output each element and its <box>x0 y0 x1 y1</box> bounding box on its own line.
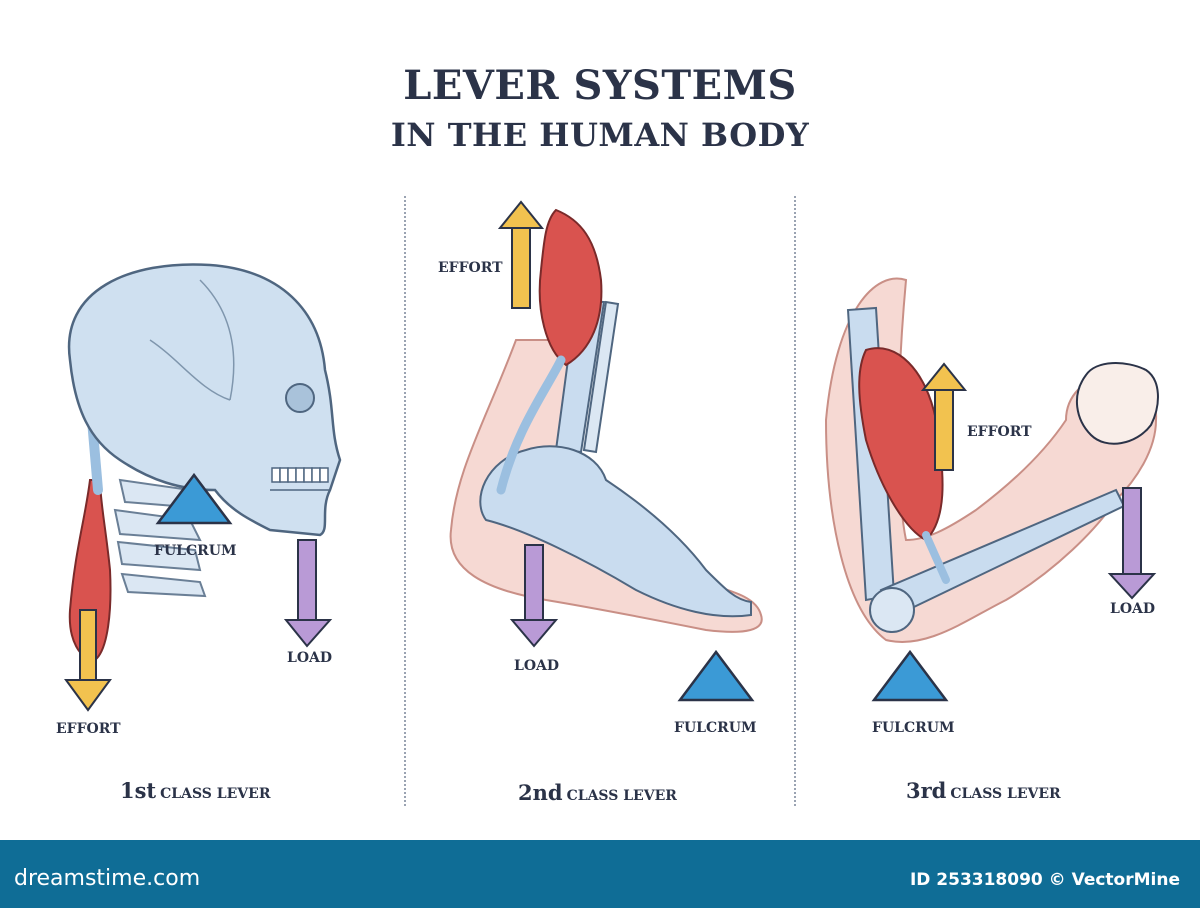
effort-label: EFFORT <box>967 424 1032 440</box>
fulcrum-triangle <box>871 649 949 702</box>
load-arrow <box>1107 487 1157 600</box>
teeth <box>271 467 329 483</box>
biceps-tendon <box>922 531 950 584</box>
load-arrow <box>283 539 333 648</box>
effort-arrow <box>64 609 112 712</box>
achilles-tendon <box>496 355 566 495</box>
fulcrum-triangle <box>155 472 233 525</box>
foot-calf-illustration <box>449 200 763 702</box>
calf-muscle <box>538 208 603 367</box>
load-arrow <box>509 544 559 648</box>
lever-class-label: CLASS LEVER <box>160 786 271 802</box>
fibula <box>582 300 620 454</box>
lever-class-label: CLASS LEVER <box>566 788 677 804</box>
fulcrum-triangle <box>677 649 755 702</box>
load-label: LOAD <box>287 650 333 666</box>
fulcrum-label: FULCRUM <box>872 720 955 736</box>
foot-bones <box>479 445 752 618</box>
image-id-credit: ID 253318090 © VectorMine <box>909 870 1180 890</box>
panel-divider <box>404 196 406 806</box>
watermark-logo: dreamstime.com <box>14 866 201 891</box>
panel-divider <box>794 196 796 806</box>
lever-class-label: CLASS LEVER <box>950 786 1061 802</box>
fulcrum-label: FULCRUM <box>154 543 237 559</box>
lever-class-ordinal: 3rd <box>906 778 947 803</box>
load-label: LOAD <box>1110 601 1156 617</box>
load-label: LOAD <box>514 658 560 674</box>
page-title: LEVER SYSTEMS <box>403 62 797 109</box>
footer-watermark-bar: dreamstime.com ID 253318090 © VectorMine <box>0 840 1200 908</box>
arm-biceps-illustration <box>824 277 1159 702</box>
elbow-joint <box>869 587 915 633</box>
effort-arrow <box>497 200 545 309</box>
effort-label: EFFORT <box>56 721 121 737</box>
lever-class-ordinal: 2nd <box>518 780 563 805</box>
page-subtitle: IN THE HUMAN BODY <box>390 116 810 154</box>
effort-label: EFFORT <box>438 260 503 276</box>
skull-neck-illustration <box>64 263 342 712</box>
fulcrum-label: FULCRUM <box>674 720 757 736</box>
fist <box>1075 362 1159 445</box>
lever-class-ordinal: 1st <box>120 778 157 803</box>
effort-arrow <box>920 362 968 471</box>
eye-socket <box>285 383 315 413</box>
